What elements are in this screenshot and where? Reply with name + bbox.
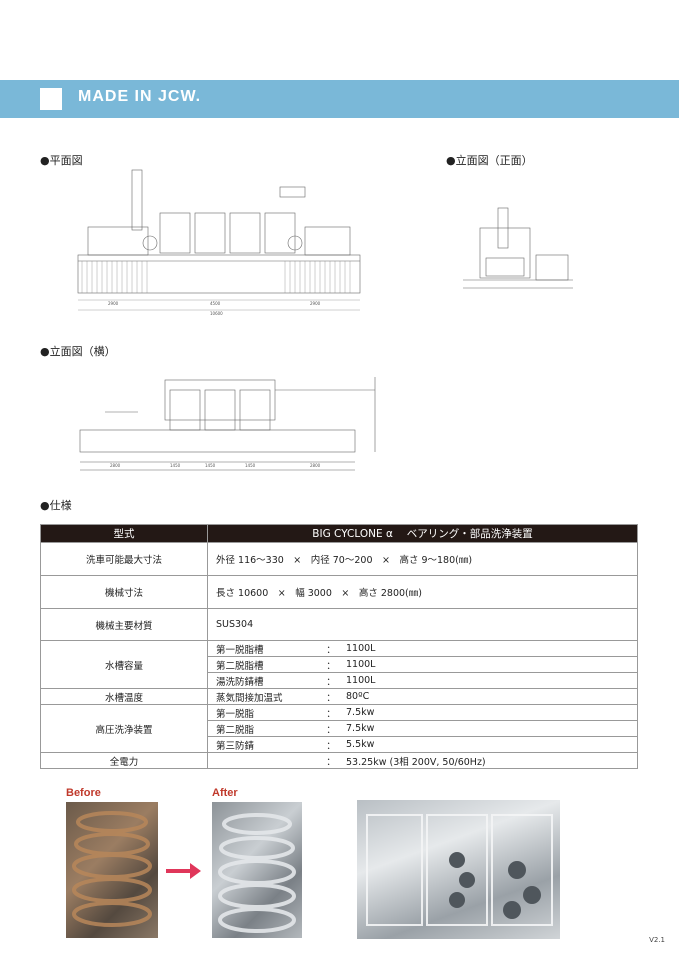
tank-colon: ： [324, 672, 338, 689]
tank-colon: ： [324, 640, 338, 657]
pressure-colon: ： [324, 720, 338, 737]
banner-square-icon [40, 88, 62, 110]
spec-row: 洗車可能最大寸法 外径 116～330 × 内径 70～200 × 高さ 9～1… [40, 542, 638, 576]
spec-label: ●仕様 [40, 499, 72, 512]
before-label: Before [66, 787, 101, 799]
spec-header-value: BIG CYCLONE α ベアリング・部品洗浄装置 [207, 524, 638, 543]
spec-row: 水槽温度 蒸気間接加温式 ： 80ºC [40, 688, 638, 705]
pressure-label: 高圧洗浄装置 [40, 704, 208, 753]
spec-header-label: 型式 [40, 524, 208, 543]
pressure-name: 第二脱脂 [207, 720, 324, 737]
spec-row: 高圧洗浄装置 第一脱脂 ： 7.5kw [40, 704, 638, 753]
tank-name: 第二脱脂槽 [207, 656, 324, 673]
pressure-value: 7.5kw [338, 720, 638, 737]
plan-view-drawing: 2900 4500 2900 10600 [77, 169, 361, 315]
pressure-colon: ： [324, 704, 338, 721]
tank-colon: ： [324, 656, 338, 673]
pressure-colon: ： [324, 736, 338, 753]
spec-row-label: 洗車可能最大寸法 [40, 542, 208, 576]
side-dim-3: 1450 [205, 463, 216, 468]
side-dim-1: 2800 [110, 463, 121, 468]
version-label: V2.1 [649, 936, 665, 944]
spec-row-value: SUS304 [207, 608, 638, 641]
spec-row: 湯洗防錆槽 ： 1100L [41, 672, 638, 689]
front-view-label: ●立面図（正面） [446, 154, 533, 167]
side-dim-5: 2800 [310, 463, 321, 468]
side-dim-4: 1450 [245, 463, 256, 468]
spec-row-value: 外径 116～330 × 内径 70～200 × 高さ 9～180(㎜) [207, 542, 638, 576]
tank-capacity-label: 水槽容量 [40, 640, 208, 689]
side-view-label: ●立面図（横） [40, 345, 116, 358]
pressure-value: 5.5kw [338, 736, 638, 753]
spec-header-row: 型式 BIG CYCLONE α ベアリング・部品洗浄装置 [40, 524, 638, 543]
before-bearings-image [72, 811, 152, 927]
front-view-drawing [463, 207, 573, 289]
power-label: 全電力 [40, 752, 208, 769]
plan-dim-1: 2900 [108, 301, 119, 306]
plan-view-label: ●平面図 [40, 154, 83, 167]
spec-row-label: 機械寸法 [40, 575, 208, 609]
spec-row-label: 機械主要材質 [40, 608, 208, 641]
spec-row: 第二脱脂 ： 7.5kw [41, 720, 638, 737]
before-photo [66, 802, 158, 938]
after-label: After [212, 787, 238, 799]
spec-row: 第二脱脂槽 ： 1100L [41, 656, 638, 673]
spec-row: 機械主要材質 SUS304 [40, 608, 638, 641]
plan-dim-total: 10600 [210, 311, 223, 315]
tank-name: 湯洗防錆槽 [207, 672, 324, 689]
arrow-right-icon [166, 863, 201, 879]
after-bearings-image [218, 813, 296, 933]
tank-value: 1100L [338, 656, 638, 673]
banner-title: MADE IN JCW. [78, 88, 202, 105]
temp-method: 蒸気間接加温式 [207, 688, 324, 705]
pressure-value: 7.5kw [338, 704, 638, 721]
plan-dim-2: 4500 [210, 301, 221, 306]
pressure-name: 第三防錆 [207, 736, 324, 753]
pressure-name: 第一脱脂 [207, 704, 324, 721]
spec-row: 水槽容量 第一脱脂槽 ： 1100L [40, 640, 638, 689]
tank-value: 1100L [338, 640, 638, 657]
power-colon: ： [324, 752, 338, 769]
tank-value: 1100L [338, 672, 638, 689]
spec-table: 型式 BIG CYCLONE α ベアリング・部品洗浄装置 洗車可能最大寸法 外… [40, 524, 638, 769]
power-value: 53.25kw (3相 200V, 50/60Hz) [338, 752, 638, 769]
plan-dim-3: 2900 [310, 301, 321, 306]
spec-row-value: 長さ 10600 × 幅 3000 × 高さ 2800(㎜) [207, 575, 638, 609]
spec-row: 全電力 ： 53.25kw (3相 200V, 50/60Hz) [40, 752, 638, 769]
header-banner: MADE IN JCW. [0, 80, 679, 118]
spec-row: 機械寸法 長さ 10600 × 幅 3000 × 高さ 2800(㎜) [40, 575, 638, 609]
after-photo [212, 802, 302, 938]
temp-value: 80ºC [338, 688, 638, 705]
cleaned-parts-photo [357, 800, 560, 939]
side-view-drawing: 2800 1450 1450 1450 2800 [79, 377, 376, 471]
tank-temp-label: 水槽温度 [40, 688, 208, 705]
temp-colon: ： [324, 688, 338, 705]
tank-name: 第一脱脂槽 [207, 640, 324, 657]
parts-basket-image [366, 814, 553, 926]
side-dim-2: 1450 [170, 463, 181, 468]
